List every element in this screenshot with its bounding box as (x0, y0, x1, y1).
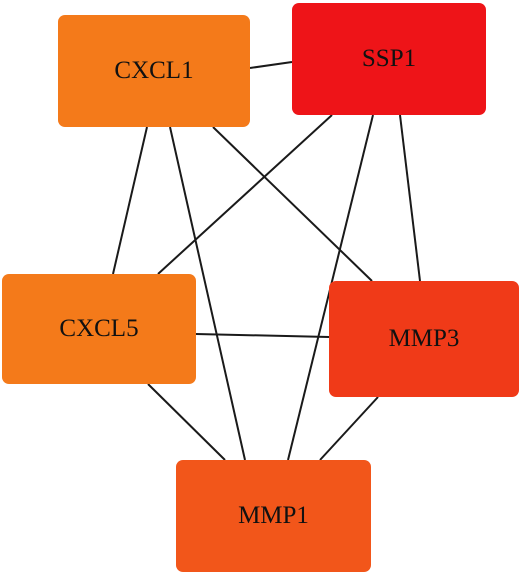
node-label-mmp1: MMP1 (238, 502, 309, 529)
edge-ssp1-cxcl5 (157, 114, 333, 275)
node-ssp1: SSP1 (292, 3, 486, 115)
node-label-cxcl1: CXCL1 (114, 57, 194, 84)
node-cxcl1: CXCL1 (58, 15, 250, 127)
node-mmp3: MMP3 (329, 281, 519, 397)
edge-cxcl1-cxcl5 (112, 126, 148, 275)
edge-cxcl5-mmp3 (195, 333, 330, 338)
edge-mmp3-mmp1 (319, 396, 379, 461)
edge-cxcl1-mmp1 (169, 126, 246, 461)
node-label-cxcl5: CXCL5 (59, 315, 139, 342)
node-label-mmp3: MMP3 (388, 325, 460, 352)
edge-cxcl1-mmp3 (212, 126, 373, 282)
node-label-ssp1: SSP1 (361, 45, 417, 72)
edge-cxcl1-ssp1 (249, 61, 293, 69)
edge-ssp1-mmp3 (399, 114, 421, 282)
node-mmp1: MMP1 (176, 460, 371, 572)
edge-cxcl5-mmp1 (147, 383, 226, 461)
node-cxcl5: CXCL5 (2, 274, 196, 384)
